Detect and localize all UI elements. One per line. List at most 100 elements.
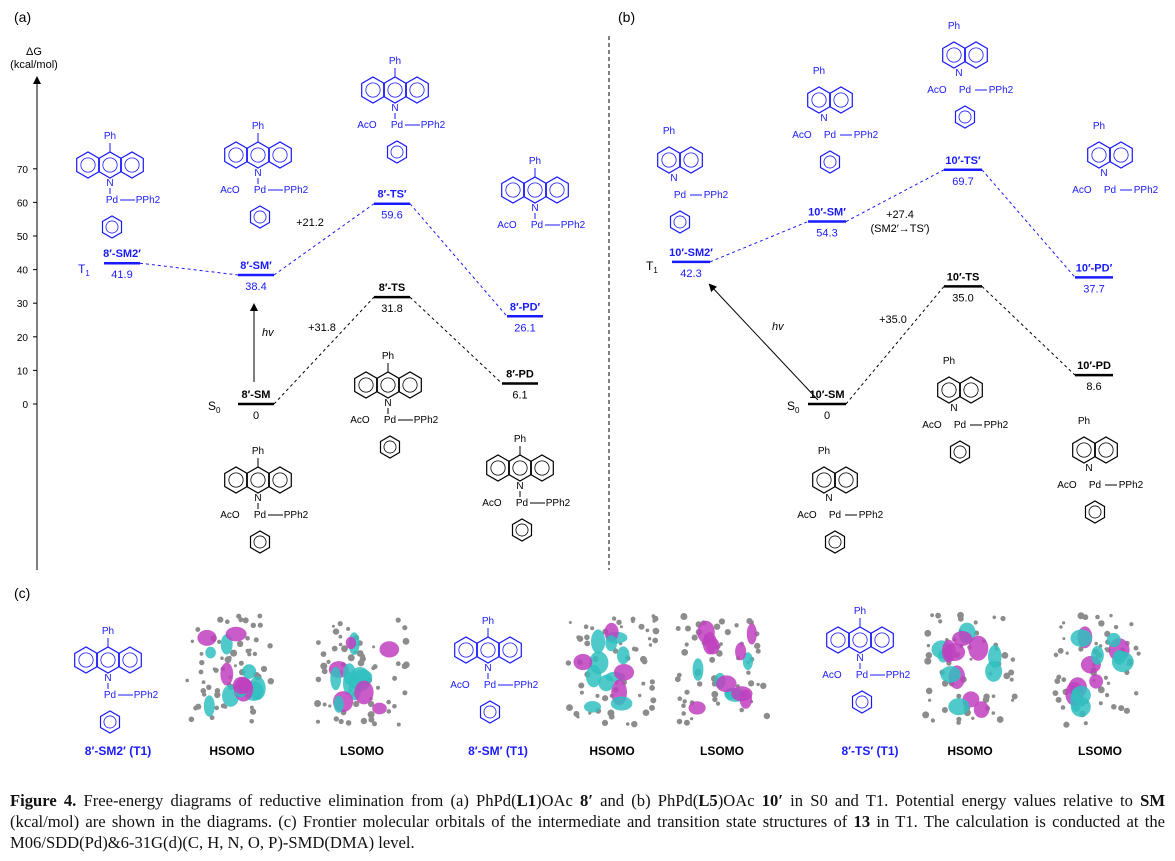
atom-label: AcO — [797, 510, 817, 521]
atom-sphere — [941, 707, 948, 713]
ring — [476, 636, 500, 664]
atom-label: Pd — [954, 420, 966, 431]
atom-label: AcO — [220, 185, 240, 196]
atom-sphere — [1059, 625, 1063, 629]
atom-sphere — [1065, 651, 1069, 655]
ring-aromatic — [253, 535, 267, 549]
figure-caption: Figure 4. Free-energy diagrams of reduct… — [10, 790, 1165, 853]
atom-sphere — [983, 693, 990, 700]
caption-ligand-l1: L1 — [516, 791, 536, 810]
atom-label: PPh2 — [284, 185, 309, 196]
atom-sphere — [201, 680, 206, 685]
energy-diagram-b: 10′-SM2′42.310′-SM′54.310′-TS′69.710′-PD… — [669, 155, 1113, 422]
atom-sphere — [1000, 615, 1006, 622]
orbital-label-2: LSOMO — [340, 744, 384, 758]
atom-sphere — [332, 628, 340, 635]
level-value-sm: 0 — [824, 410, 830, 422]
ring-aromatic — [80, 157, 96, 173]
atom-sphere — [690, 717, 694, 721]
orbital-render — [185, 613, 274, 724]
ring — [942, 41, 966, 69]
atom-label: Pd — [391, 120, 403, 131]
y-tick-label: 10 — [17, 366, 29, 377]
atom-label: Pd — [254, 185, 266, 196]
atom-sphere — [225, 619, 230, 624]
atom-sphere — [718, 618, 726, 625]
orbital-lobe — [688, 701, 706, 715]
atom-label: Ph — [854, 606, 866, 617]
atom-label: Pd — [674, 190, 686, 201]
atom-sphere — [756, 682, 760, 687]
ring-aromatic — [833, 92, 849, 108]
ring — [523, 176, 547, 204]
orbital-lobe — [345, 636, 357, 650]
ring — [501, 176, 525, 204]
atom-sphere — [338, 634, 343, 639]
caption-compound-13: 13 — [853, 812, 871, 831]
connector-sm-ts — [845, 286, 945, 405]
atom-sphere — [1061, 677, 1067, 683]
atom-label: PPh2 — [561, 220, 586, 231]
atom-label: Ph — [514, 434, 526, 445]
ring — [657, 146, 681, 174]
atom-sphere — [676, 718, 683, 725]
ring-aromatic — [828, 535, 842, 549]
orbital-lobe — [968, 635, 989, 661]
level-value-smp: 54.3 — [816, 228, 837, 240]
ring — [268, 466, 292, 494]
ring — [379, 435, 401, 459]
atom-sphere — [316, 640, 321, 645]
atom-sphere — [402, 690, 408, 696]
ring — [224, 141, 248, 169]
level-value-sm: 0 — [253, 410, 259, 422]
atom-sphere — [402, 637, 410, 645]
atom-sphere — [1062, 637, 1066, 641]
atom-label: Pd — [516, 498, 528, 509]
atom-sphere — [337, 621, 343, 627]
atom-sphere — [640, 655, 647, 663]
ring-aromatic — [838, 472, 854, 488]
atom-sphere — [331, 645, 338, 652]
level-name-tsp: 8′-TS′ — [377, 189, 406, 201]
ring-aromatic — [124, 157, 140, 173]
atom-sphere — [185, 678, 189, 683]
atom-sphere — [583, 624, 589, 629]
atom-sphere — [198, 669, 204, 675]
atom-sphere — [648, 643, 653, 647]
atom-label: Pd — [824, 130, 836, 141]
orbital-lobe — [237, 678, 252, 693]
orbital-lobe — [692, 658, 704, 681]
atom-sphere — [1078, 646, 1084, 652]
atom-sphere — [971, 716, 975, 720]
y-axis-label-unit: (kcal/mol) — [10, 59, 58, 71]
atom-sphere — [1098, 620, 1105, 627]
atom-sphere — [565, 660, 572, 666]
atom-label: N — [254, 493, 261, 504]
atom-sphere — [760, 682, 767, 689]
atom-sphere — [245, 636, 250, 641]
atom-sphere — [220, 703, 226, 709]
ring — [1094, 436, 1118, 464]
ring-aromatic — [409, 82, 425, 98]
atom-sphere — [584, 634, 590, 641]
orbital-lobe — [573, 653, 593, 671]
ring — [1087, 141, 1111, 169]
atom-sphere — [719, 642, 723, 646]
atom-sphere — [957, 611, 964, 619]
atom-sphere — [649, 704, 655, 711]
atom-sphere — [1003, 672, 1011, 680]
atom-sphere — [649, 679, 656, 685]
orbital-lobe — [205, 646, 216, 659]
atom-sphere — [1129, 622, 1134, 627]
orbital-render — [922, 611, 1018, 725]
ring-aromatic — [105, 220, 119, 234]
ring-aromatic — [483, 705, 497, 719]
atom-label: Ph — [1078, 416, 1090, 427]
state-label-t1-b: T1 — [646, 259, 658, 275]
level-value-sm2p: 42.3 — [680, 268, 701, 280]
atom-label: AcO — [482, 498, 502, 509]
